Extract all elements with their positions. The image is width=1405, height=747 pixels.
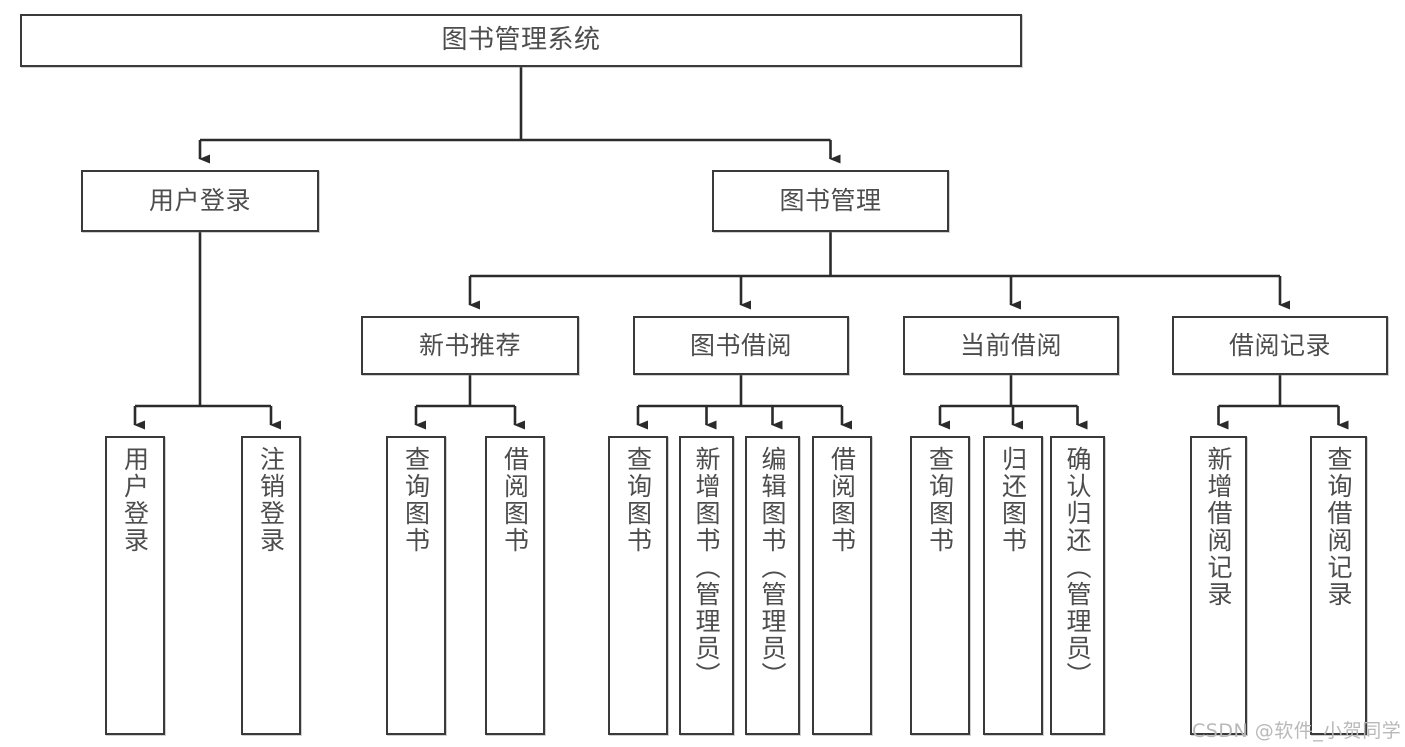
node-leaf-user-login[interactable]: 用户登录: [105, 436, 165, 735]
node-leaf-logout[interactable]: 注销登录: [241, 436, 301, 735]
node-leaf-logout-label: 注销登录: [256, 446, 286, 554]
node-leaf-return-book[interactable]: 归还图书: [983, 436, 1043, 735]
node-leaf-confirm-return-label: 确认归还（管理员）: [1063, 446, 1092, 689]
node-leaf-return-book-label: 归还图书: [998, 446, 1028, 554]
node-user-login[interactable]: 用户登录: [81, 170, 319, 232]
node-leaf-borrow-book-2-label: 借阅图书: [827, 446, 857, 554]
node-leaf-add-book[interactable]: 新增图书（管理员）: [679, 436, 734, 735]
node-leaf-query-book-2[interactable]: 查询图书: [608, 436, 668, 735]
node-leaf-borrow-book-1[interactable]: 借阅图书: [485, 436, 545, 735]
node-leaf-query-book-3-label: 查询图书: [925, 446, 955, 554]
node-leaf-query-book-2-label: 查询图书: [623, 446, 653, 554]
node-leaf-add-record[interactable]: 新增借阅记录: [1190, 436, 1247, 735]
node-root-label: 图书管理系统: [441, 25, 601, 56]
node-book-manage[interactable]: 图书管理: [712, 170, 949, 232]
node-leaf-add-record-label: 新增借阅记录: [1204, 446, 1233, 608]
node-leaf-query-book-3[interactable]: 查询图书: [910, 436, 970, 735]
node-book-manage-label: 图书管理: [779, 186, 882, 216]
node-leaf-query-record[interactable]: 查询借阅记录: [1310, 436, 1367, 735]
node-root[interactable]: 图书管理系统: [20, 14, 1022, 67]
node-leaf-edit-book-label: 编辑图书（管理员）: [758, 446, 787, 689]
node-leaf-query-book-1-label: 查询图书: [401, 446, 431, 554]
node-leaf-query-record-label: 查询借阅记录: [1324, 446, 1353, 608]
node-leaf-user-login-label: 用户登录: [120, 446, 150, 554]
node-book-borrow-label: 图书借阅: [689, 330, 792, 360]
node-leaf-borrow-book-1-label: 借阅图书: [500, 446, 530, 554]
node-user-login-label: 用户登录: [148, 186, 251, 216]
node-borrow-record-label: 借阅记录: [1228, 330, 1331, 360]
node-current-borrow-label: 当前借阅: [959, 330, 1062, 360]
node-borrow-record[interactable]: 借阅记录: [1172, 316, 1388, 375]
node-leaf-edit-book[interactable]: 编辑图书（管理员）: [745, 436, 800, 735]
node-leaf-borrow-book-2[interactable]: 借阅图书: [812, 436, 872, 735]
node-book-borrow[interactable]: 图书借阅: [633, 316, 849, 375]
node-new-book-recommend[interactable]: 新书推荐: [361, 316, 579, 375]
node-leaf-query-book-1[interactable]: 查询图书: [386, 436, 446, 735]
csdn-watermark: CSDN @软件_小贺同学: [1192, 720, 1402, 742]
node-current-borrow[interactable]: 当前借阅: [903, 316, 1119, 375]
node-leaf-add-book-label: 新增图书（管理员）: [692, 446, 721, 689]
node-new-book-recommend-label: 新书推荐: [418, 330, 521, 360]
node-leaf-confirm-return[interactable]: 确认归还（管理员）: [1050, 436, 1105, 735]
